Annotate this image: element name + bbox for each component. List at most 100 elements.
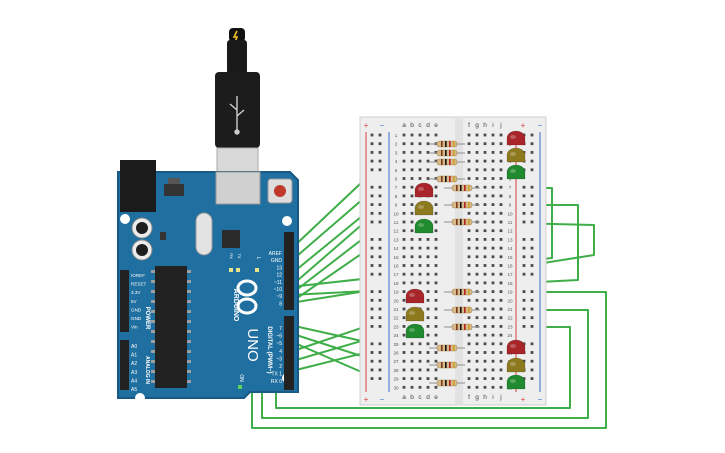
breadboard-hole[interactable] bbox=[410, 133, 414, 137]
breadboard-hole[interactable] bbox=[483, 238, 487, 241]
breadboard-hole[interactable] bbox=[426, 307, 430, 311]
breadboard-hole[interactable] bbox=[402, 133, 406, 137]
rail-hole[interactable] bbox=[370, 255, 374, 259]
rail-hole[interactable] bbox=[370, 194, 374, 198]
breadboard-hole[interactable] bbox=[426, 342, 430, 346]
breadboard-hole[interactable] bbox=[475, 272, 479, 276]
led[interactable] bbox=[414, 200, 434, 216]
breadboard-hole[interactable] bbox=[467, 168, 471, 172]
breadboard-hole[interactable] bbox=[475, 151, 479, 154]
breadboard-hole[interactable] bbox=[499, 211, 503, 215]
rail-hole[interactable] bbox=[370, 368, 374, 372]
breadboard-hole[interactable] bbox=[483, 264, 487, 267]
breadboard-hole[interactable] bbox=[499, 185, 503, 189]
breadboard-hole[interactable] bbox=[402, 151, 406, 154]
breadboard-hole[interactable] bbox=[483, 142, 487, 146]
breadboard-hole[interactable] bbox=[402, 325, 406, 328]
rail-hole[interactable] bbox=[370, 325, 374, 328]
rail-hole[interactable] bbox=[530, 298, 534, 302]
rail-hole[interactable] bbox=[370, 185, 374, 189]
breadboard-hole[interactable] bbox=[483, 316, 487, 320]
breadboard-hole[interactable] bbox=[491, 281, 495, 285]
breadboard-hole[interactable] bbox=[491, 272, 495, 276]
breadboard-hole[interactable] bbox=[434, 272, 438, 276]
breadboard-hole[interactable] bbox=[410, 177, 414, 180]
rail-hole[interactable] bbox=[378, 151, 382, 154]
breadboard-hole[interactable] bbox=[434, 203, 438, 206]
breadboard-hole[interactable] bbox=[410, 264, 414, 267]
led[interactable] bbox=[506, 147, 526, 163]
rail-hole[interactable] bbox=[370, 159, 374, 163]
breadboard-hole[interactable] bbox=[426, 325, 430, 328]
breadboard-hole[interactable] bbox=[402, 290, 406, 293]
breadboard-hole[interactable] bbox=[499, 307, 503, 311]
rail-hole[interactable] bbox=[530, 203, 534, 206]
breadboard-hole[interactable] bbox=[467, 264, 471, 267]
breadboard-hole[interactable] bbox=[483, 325, 487, 328]
breadboard-hole[interactable] bbox=[483, 177, 487, 180]
breadboard-hole[interactable] bbox=[491, 151, 495, 154]
breadboard-hole[interactable] bbox=[410, 220, 414, 224]
breadboard-hole[interactable] bbox=[402, 272, 406, 276]
breadboard-hole[interactable] bbox=[467, 359, 471, 363]
breadboard-hole[interactable] bbox=[410, 194, 414, 198]
breadboard-hole[interactable] bbox=[483, 220, 487, 224]
breadboard-hole[interactable] bbox=[434, 281, 438, 285]
rail-hole[interactable] bbox=[530, 159, 534, 163]
breadboard-hole[interactable] bbox=[467, 298, 471, 302]
rail-hole[interactable] bbox=[530, 290, 534, 293]
breadboard-hole[interactable] bbox=[491, 177, 495, 180]
breadboard-hole[interactable] bbox=[475, 185, 479, 189]
breadboard-hole[interactable] bbox=[499, 298, 503, 302]
breadboard-hole[interactable] bbox=[491, 142, 495, 146]
breadboard-hole[interactable] bbox=[410, 229, 414, 233]
rail-hole[interactable] bbox=[530, 133, 534, 137]
breadboard-hole[interactable] bbox=[491, 290, 495, 293]
led[interactable] bbox=[414, 218, 434, 234]
rail-hole[interactable] bbox=[378, 211, 382, 215]
rail-hole[interactable] bbox=[530, 264, 534, 267]
breadboard-hole[interactable] bbox=[418, 246, 422, 250]
breadboard-hole[interactable] bbox=[499, 229, 503, 233]
breadboard-hole[interactable] bbox=[402, 342, 406, 346]
rail-hole[interactable] bbox=[370, 342, 374, 346]
rail-hole[interactable] bbox=[370, 220, 374, 224]
breadboard-hole[interactable] bbox=[418, 238, 422, 241]
led[interactable] bbox=[506, 164, 526, 180]
breadboard-hole[interactable] bbox=[418, 342, 422, 346]
breadboard-hole[interactable] bbox=[418, 368, 422, 372]
breadboard-hole[interactable] bbox=[483, 211, 487, 215]
led[interactable] bbox=[506, 339, 526, 355]
breadboard-hole[interactable] bbox=[410, 359, 414, 363]
rail-hole[interactable] bbox=[378, 272, 382, 276]
breadboard-hole[interactable] bbox=[475, 316, 479, 320]
rail-hole[interactable] bbox=[378, 342, 382, 346]
breadboard-hole[interactable] bbox=[402, 333, 406, 337]
breadboard-hole[interactable] bbox=[434, 246, 438, 250]
rail-hole[interactable] bbox=[370, 168, 374, 172]
rail-hole[interactable] bbox=[530, 359, 534, 363]
breadboard-hole[interactable] bbox=[402, 351, 406, 354]
breadboard-hole[interactable] bbox=[491, 377, 495, 380]
breadboard-hole[interactable] bbox=[491, 168, 495, 172]
breadboard-hole[interactable] bbox=[483, 255, 487, 259]
rail-hole[interactable] bbox=[522, 325, 526, 328]
breadboard-hole[interactable] bbox=[426, 238, 430, 241]
breadboard-hole[interactable] bbox=[410, 377, 414, 380]
breadboard-hole[interactable] bbox=[410, 168, 414, 172]
breadboard-hole[interactable] bbox=[475, 333, 479, 337]
breadboard-hole[interactable] bbox=[426, 168, 430, 172]
breadboard-hole[interactable] bbox=[434, 325, 438, 328]
rail-hole[interactable] bbox=[370, 264, 374, 267]
breadboard-hole[interactable] bbox=[475, 168, 479, 172]
rail-hole[interactable] bbox=[522, 255, 526, 259]
breadboard-hole[interactable] bbox=[491, 133, 495, 137]
breadboard-hole[interactable] bbox=[402, 264, 406, 267]
breadboard-hole[interactable] bbox=[467, 151, 471, 154]
breadboard-hole[interactable] bbox=[418, 151, 422, 154]
breadboard-hole[interactable] bbox=[483, 203, 487, 206]
breadboard-hole[interactable] bbox=[402, 368, 406, 372]
breadboard-hole[interactable] bbox=[467, 351, 471, 354]
led[interactable] bbox=[414, 182, 434, 198]
breadboard-hole[interactable] bbox=[434, 333, 438, 337]
